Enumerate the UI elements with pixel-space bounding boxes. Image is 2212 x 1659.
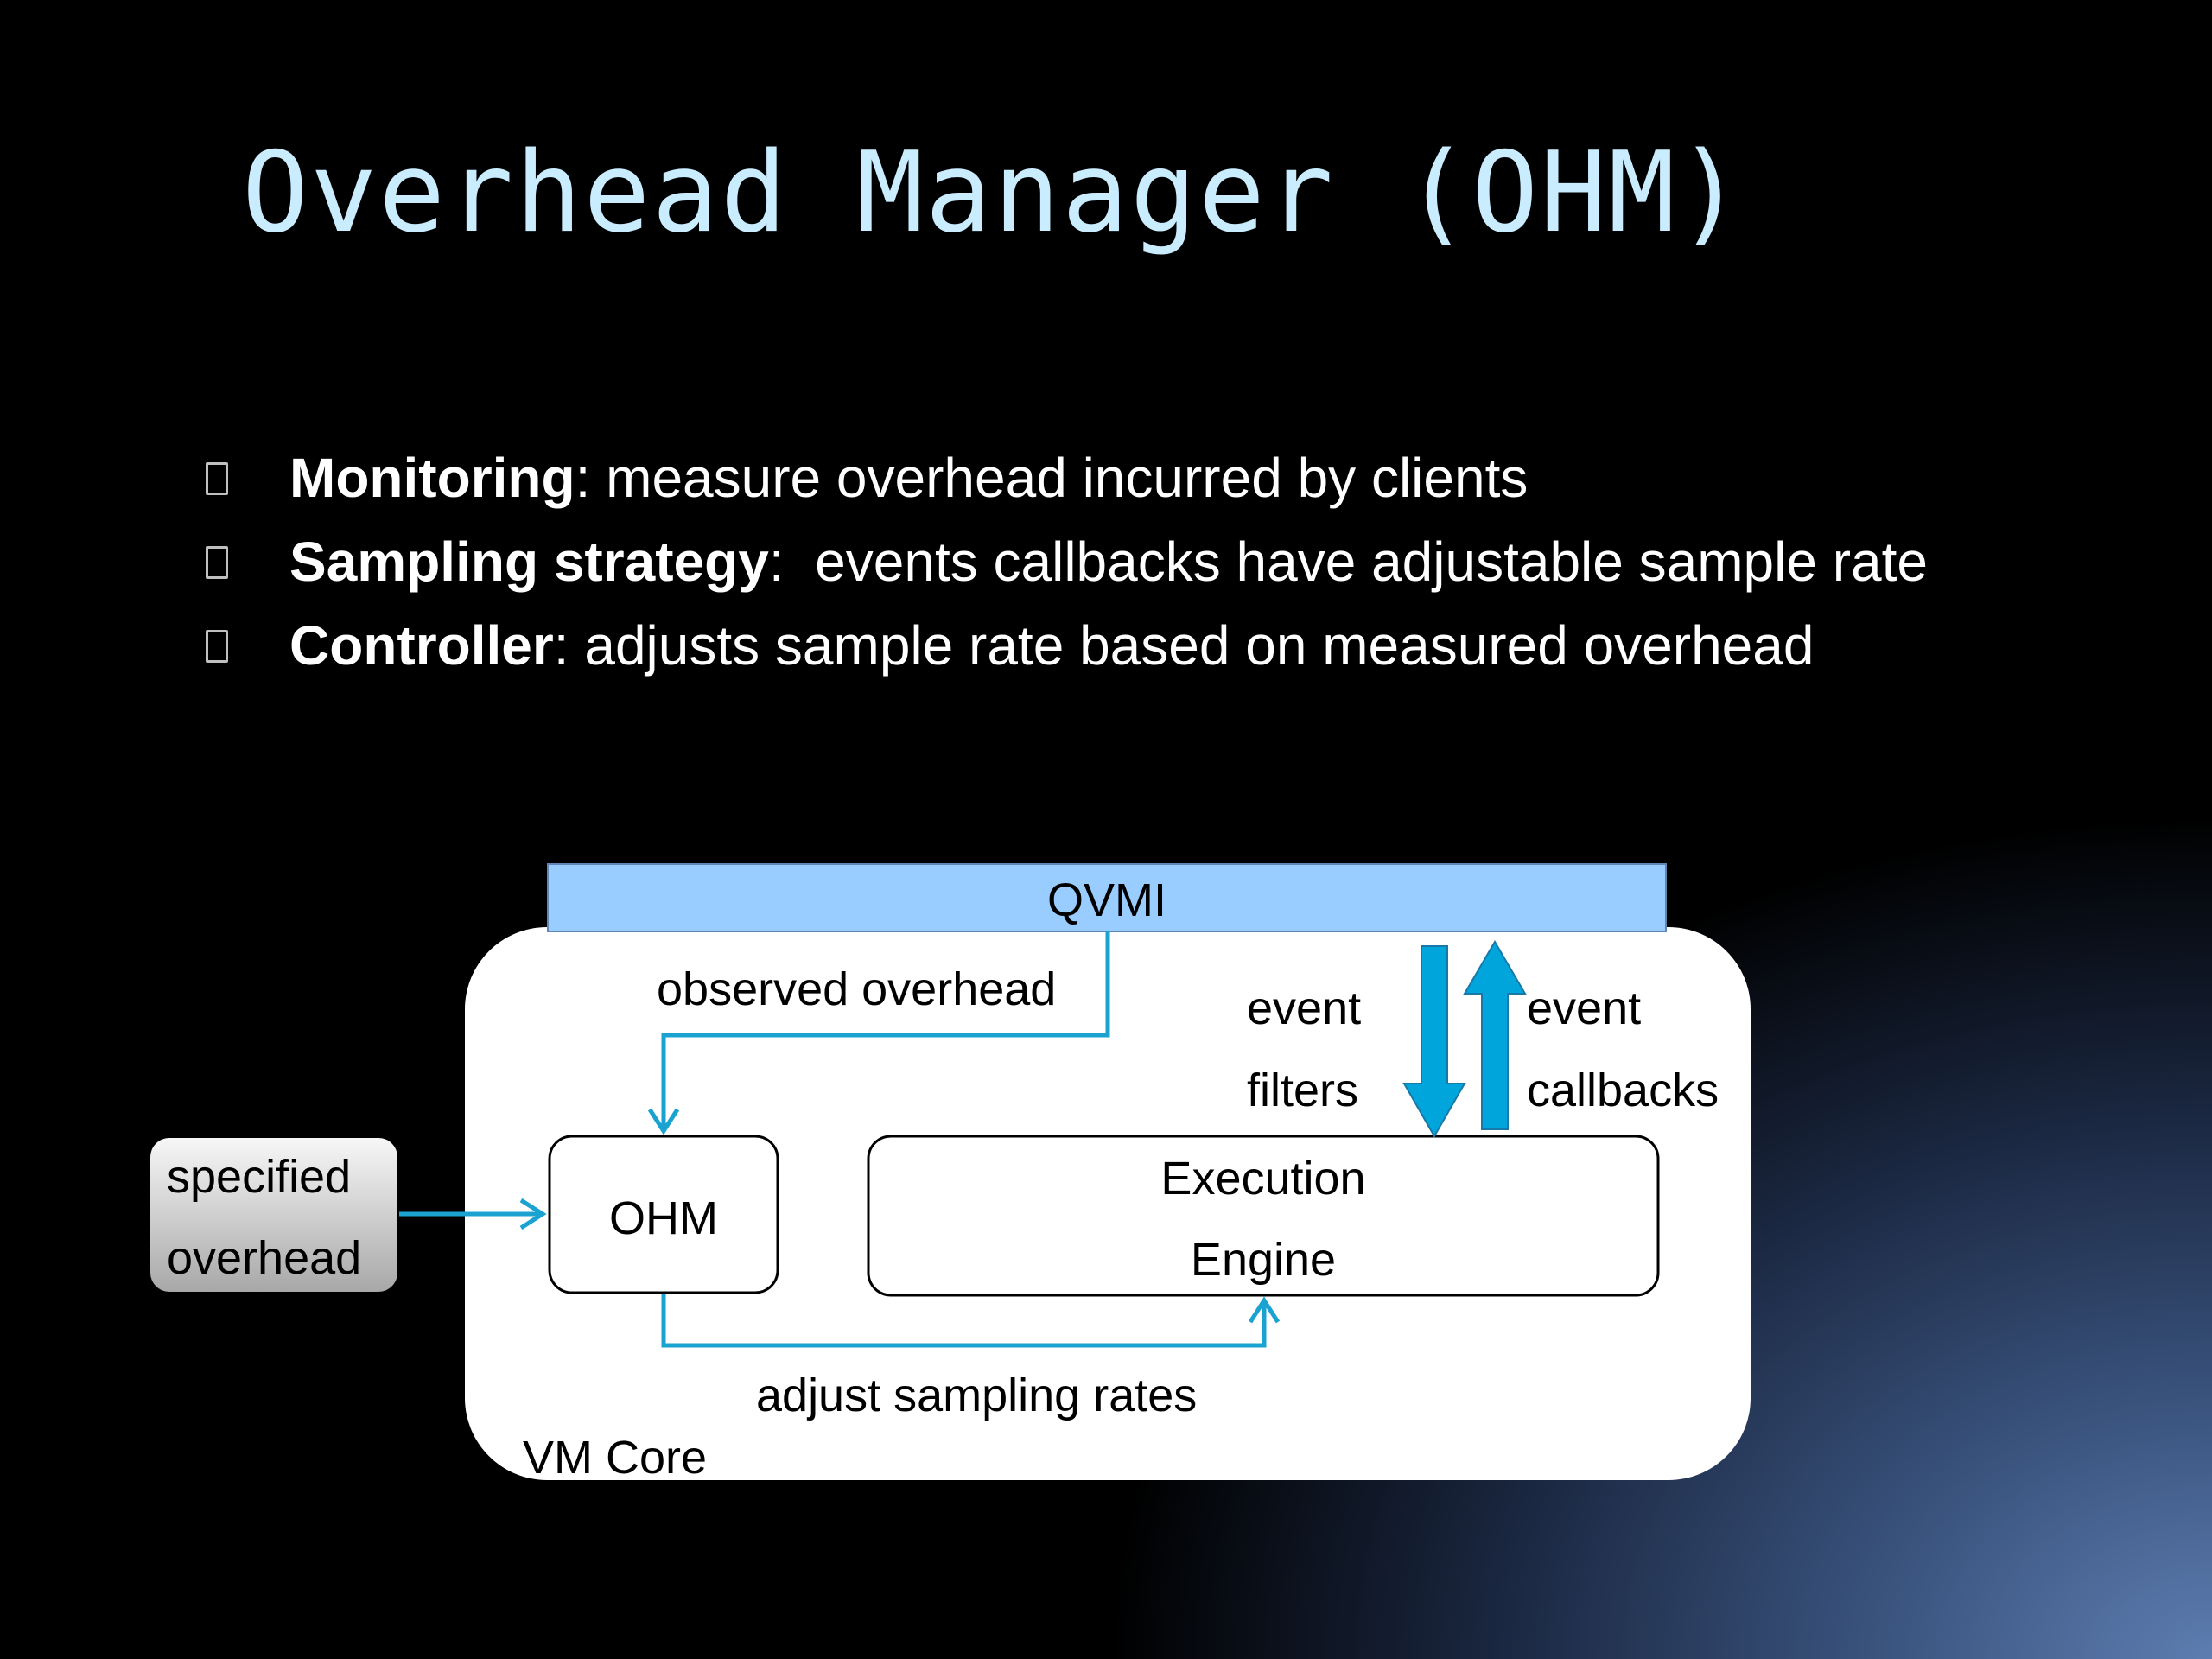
bullet-text: Monitoring: measure overhead incurred by…: [289, 436, 1528, 520]
specified-overhead-label-line2: overhead: [167, 1232, 361, 1284]
qvmi-label: QVMI: [1047, 874, 1166, 926]
bullet-text: Sampling strategy: events callbacks have…: [289, 520, 1928, 604]
qvmi-bar: [547, 863, 1667, 932]
execution-engine-box: [867, 1135, 1660, 1297]
event-filters-label-line1: event: [1247, 982, 1361, 1034]
bullet-term: Monitoring: [289, 447, 575, 509]
observed-overhead-arrow: [661, 931, 1110, 1129]
event-callbacks-label-line2: callbacks: [1527, 1065, 1719, 1116]
slide-title: Overhead Manager (OHM): [242, 129, 1745, 257]
bullet-square-icon: [206, 630, 228, 663]
bullet-square-icon: [206, 462, 228, 495]
execution-engine-label-line1: Execution: [1160, 1153, 1365, 1205]
specified-overhead-label-line1: specified: [167, 1151, 351, 1203]
arrowhead-icon: [647, 1108, 680, 1135]
adjust-sampling-label: adjust sampling rates: [756, 1370, 1197, 1421]
event-filters-label-line2: filters: [1247, 1065, 1358, 1116]
ohm-label: OHM: [609, 1192, 718, 1244]
event-callbacks-arrow: [1463, 940, 1527, 1130]
event-callbacks-label-line1: event: [1527, 982, 1641, 1034]
bullet-separator: :: [553, 614, 585, 677]
bullet-term: Sampling strategy: [289, 531, 769, 593]
bullet-separator: :: [575, 447, 607, 509]
arrowhead-icon: [519, 1198, 547, 1230]
execution-engine-label-line2: Engine: [1191, 1234, 1336, 1286]
bullet-separator: :: [768, 531, 816, 593]
observed-overhead-label: observed overhead: [657, 963, 1056, 1015]
vm-core-label: VM Core: [523, 1432, 707, 1484]
bullet-description: adjusts sample rate based on measured ov…: [584, 614, 1815, 677]
arrowhead-icon: [1248, 1296, 1281, 1324]
bullet-term: Controller: [289, 614, 554, 677]
ohm-box: [548, 1135, 779, 1294]
event-filters-arrow: [1402, 945, 1466, 1139]
specified-overhead-box: [150, 1138, 397, 1292]
bullet-description: events callbacks have adjustable sample …: [815, 531, 1928, 593]
bullet-description: measure overhead incurred by clients: [606, 447, 1529, 509]
bullet-square-icon: [206, 546, 228, 579]
adjust-sampling-arrow: [661, 1294, 1267, 1348]
bullet-text: Controller: adjusts sample rate based on…: [289, 604, 1814, 688]
